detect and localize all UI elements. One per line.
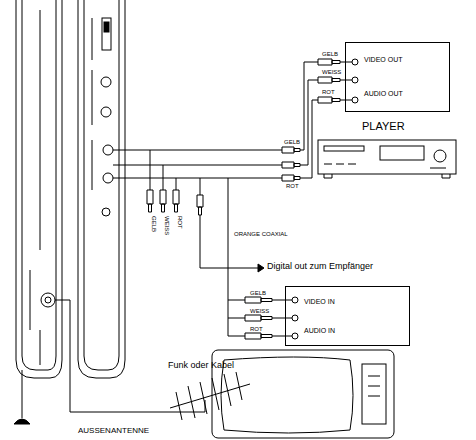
tv-buttons [368,376,380,396]
cable-color-label: GELB [150,216,157,232]
housing-inner [22,0,56,370]
port-label: VIDEO OUT [364,56,443,64]
port-label: AUDIO IN [304,327,403,335]
rod-antenna [22,370,23,418]
television [212,350,394,438]
rca-plug [318,77,340,83]
switch-knob [104,22,109,32]
tv-controls [362,364,386,424]
player-lead [340,62,352,100]
rca-plug [282,175,300,181]
disc-tray [324,146,364,151]
rca-plug [245,297,272,303]
text-mark [92,70,93,125]
rca-plug [245,315,272,321]
tv-lead [272,300,292,336]
antenna-jack-core [45,297,51,303]
annotation-label: GELB [250,290,266,297]
annotation-label: WEISS [322,69,341,76]
annotation-label: ROT [286,183,299,190]
housing-outline [16,0,62,378]
cable-drop [150,150,176,190]
jack [292,333,298,339]
rca-plug [282,147,300,153]
port-label: VIDEO IN [304,298,403,306]
av-jack [103,173,113,183]
antennas [14,300,250,424]
text-mark [92,140,93,190]
player-feed [300,62,318,178]
cables [113,62,352,336]
jack [352,59,358,65]
antenna-jack [41,293,55,307]
jack [292,297,298,303]
rca-plug [147,190,153,212]
annotation-label: GELB [322,51,338,58]
rca-plug [282,162,300,168]
output-panel: VIDEO OUT AUDIO OUT [345,42,450,112]
yagi-elements [176,372,242,420]
rca-plug [245,333,272,339]
rca-plug [173,190,179,212]
annotation-label: AUSSENANTENNE [78,427,149,436]
arrow-head [258,264,264,272]
yagi-boom [170,384,250,408]
player-device [318,140,456,178]
device-side-left [16,0,62,378]
coax-drop [200,178,201,195]
digital-out-line [200,215,258,268]
annotation-label: Digital out zum Empfänger [267,262,373,272]
annotation-label: GELB [284,139,300,146]
rca-plugs [147,59,340,339]
video-cable [113,150,282,151]
jack [101,107,111,117]
annotation-label: WEISS [250,308,269,315]
text-mark [92,18,93,60]
panel-jacks [292,59,358,339]
antenna-base [14,419,30,424]
cable-color-label: WEISS [163,216,170,235]
rca-plug [160,190,166,212]
cable-color-label: ROT [176,216,183,229]
tv-feed [228,178,245,336]
jack [292,315,298,321]
jack [352,77,358,83]
knob [434,150,446,162]
housing-inner [84,0,119,370]
housing-outline [78,0,125,378]
housing-seam [40,10,41,365]
buttons [324,164,446,168]
feet [324,174,450,178]
player-body [318,140,456,174]
audio-cable [113,165,282,166]
tv-body [212,350,394,438]
annotation-label: PLAYER [362,120,405,132]
rca-plug [318,97,340,103]
annotation-label: Funk oder Kabel [168,361,234,371]
rca-plug [318,59,340,65]
coax-plug [197,195,203,215]
housing-seam [30,270,31,330]
dc-jack [101,77,111,87]
device-side-jacks [78,0,125,378]
audio-cable [113,178,282,179]
antenna-cable [55,300,205,412]
input-panel: VIDEO IN AUDIO IN [285,286,410,346]
power-switch [102,18,111,50]
annotation-label: ORANGE COAXIAL [234,231,288,238]
port-label: AUDIO OUT [364,90,443,98]
annotation-label: ROT [250,326,263,333]
headphone-jack [102,208,110,216]
av-jack [103,145,113,155]
display [380,146,424,160]
jack [352,97,358,103]
annotation-label: ROT [322,89,335,96]
